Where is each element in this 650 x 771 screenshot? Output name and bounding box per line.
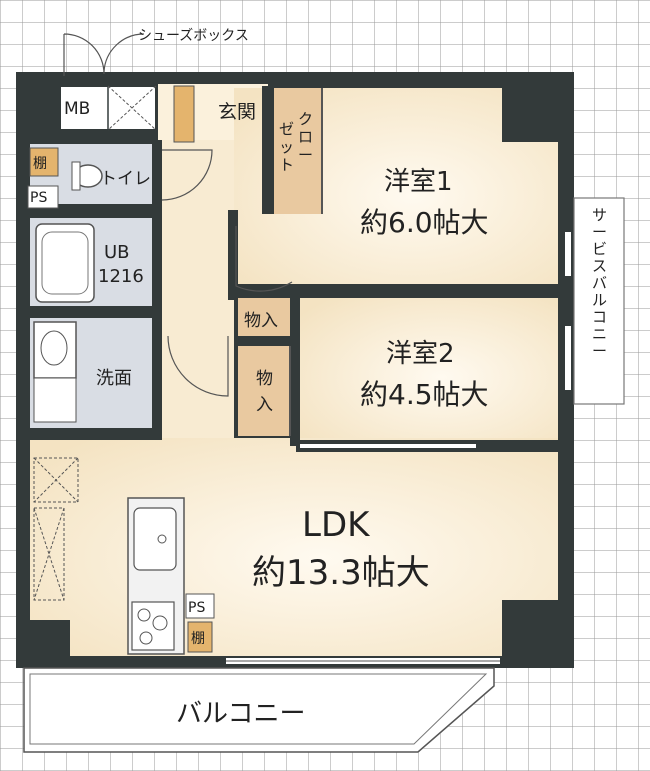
- door-entrance-2: [103, 33, 145, 73]
- svg-text:ビ: ビ: [592, 240, 607, 258]
- shoebox-cabinet: [173, 85, 195, 143]
- svg-text:ー: ー: [592, 223, 607, 241]
- mb-label: MB: [64, 99, 90, 119]
- kitchen-sink: [133, 507, 177, 571]
- svg-text:コ: コ: [592, 308, 607, 326]
- svg-text:ー: ー: [298, 146, 313, 164]
- balcony-area: [23, 667, 495, 753]
- shelf-toilet: [29, 147, 59, 177]
- svg-text:ロ: ロ: [298, 128, 313, 146]
- svg-text:ス: ス: [592, 257, 607, 275]
- shelf-kitchen: [187, 621, 213, 653]
- closet: [274, 88, 322, 214]
- svg-text:ー: ー: [592, 342, 607, 360]
- svg-text:入: 入: [256, 395, 273, 415]
- wall-closet-left: [262, 86, 274, 214]
- ps-label-kitchen: PS: [188, 600, 205, 616]
- stove: [131, 601, 175, 651]
- closet-label: ク ロ ー ゼ ッ ト: [279, 110, 313, 174]
- ps-kitchen: [185, 593, 215, 619]
- svg-text:ク: ク: [298, 110, 313, 128]
- ub-size-label: 1216: [98, 266, 144, 287]
- fridge-space: [33, 457, 79, 503]
- shelf-label-toilet: 棚: [33, 156, 47, 172]
- hallway-floor: [158, 140, 234, 440]
- wall-corner-br: [502, 600, 574, 668]
- wall-wet-div2: [16, 306, 162, 318]
- wall-room2-left: [290, 298, 300, 446]
- door-entrance: [63, 33, 105, 76]
- svg-text:バ: バ: [592, 274, 607, 292]
- room2-size: 約4.5帖大: [360, 378, 489, 411]
- svg-text:ル: ル: [592, 291, 607, 309]
- toilet-label: トイレ: [100, 169, 151, 189]
- ub-label: UB: [104, 242, 130, 263]
- svg-text:物: 物: [256, 369, 273, 389]
- pantry-space: [33, 507, 65, 601]
- door-room1: [235, 226, 293, 292]
- shoebox-label: シューズボックス: [138, 28, 249, 44]
- storage-label-1: 物入: [244, 311, 278, 331]
- washroom-label: 洗面: [96, 368, 132, 389]
- ps-toilet: [27, 185, 59, 209]
- svg-text:ト: ト: [279, 156, 294, 174]
- room1-size: 約6.0帖大: [360, 206, 489, 239]
- room1-name: 洋室1: [384, 167, 453, 197]
- wall-room1-bottom: [234, 284, 560, 298]
- storage-label-2: 物 入: [256, 369, 273, 415]
- room2-name: 洋室2: [386, 339, 455, 369]
- ps-label-toilet: PS: [30, 190, 47, 206]
- room2-floor: [300, 298, 558, 442]
- svg-text:サ: サ: [592, 206, 607, 224]
- ldk-floor: [30, 438, 558, 656]
- wall-corner-tr: [502, 72, 574, 142]
- service-balcony-area: [573, 197, 625, 405]
- ldk-size: 約13.3帖大: [252, 553, 430, 593]
- svg-text:ゼ: ゼ: [279, 120, 294, 138]
- door-toilet: [161, 149, 213, 201]
- svg-text:ッ: ッ: [279, 138, 294, 156]
- door-washroom: [167, 335, 229, 397]
- svg-text:ニ: ニ: [592, 325, 607, 343]
- bathtub: [35, 223, 95, 303]
- wall-wet-right: [152, 140, 162, 430]
- storage-1: [238, 298, 290, 336]
- mb-cross: [107, 85, 157, 131]
- burner-icon: [137, 608, 151, 622]
- service-balcony-label: サ ー ビ ス バ ル コ ニ ー: [592, 206, 607, 360]
- storage-2: [238, 346, 290, 436]
- shelf-label-kitchen: 棚: [191, 631, 205, 647]
- wall-corner-bl: [16, 620, 70, 668]
- wall-room1-left: [228, 210, 238, 300]
- wall-wet-bottom: [16, 428, 162, 440]
- entrance-label: 玄関: [218, 101, 256, 123]
- wash-basin: [33, 321, 77, 379]
- balcony-label: バルコニー: [176, 699, 305, 729]
- ldk-name: LDK: [302, 505, 371, 545]
